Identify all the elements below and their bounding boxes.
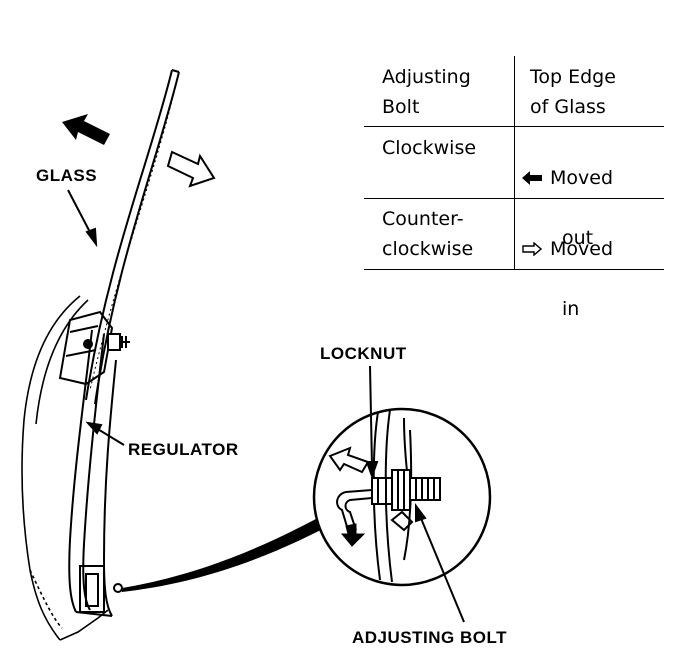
- glass-leader: [67, 189, 98, 248]
- counterclockwise-hollow-arrow-icon: [328, 446, 370, 474]
- table-row-1-edge-line2: out: [562, 227, 594, 249]
- lower-bracket: [79, 565, 123, 613]
- regulator-rail: [68, 329, 117, 617]
- locknut-label: LOCKNUT: [320, 344, 407, 363]
- table-row-1-bolt: Clockwise: [382, 137, 477, 159]
- table-column-divider: [514, 56, 515, 270]
- locknut-leader: [365, 365, 379, 479]
- clockwise-solid-arrow-icon: [340, 523, 366, 547]
- solid-arrow-icon: [62, 114, 110, 145]
- regulator-label: REGULATOR: [128, 440, 239, 459]
- table-row-2-edge-line2: in: [562, 298, 580, 320]
- table-row-2-edge-line1: Moved: [550, 238, 614, 260]
- solid-left-arrow-icon: [522, 171, 542, 185]
- detail-nut-assembly: [336, 469, 441, 531]
- hollow-right-arrow-icon: [522, 242, 542, 256]
- adjustment-table: Adjusting Bolt Top Edge of Glass Clockwi…: [364, 56, 664, 320]
- table-row-2-bolt: Counter- clockwise: [382, 208, 474, 260]
- adjusting-bolt-leader: [415, 503, 465, 623]
- zoom-connector: [122, 508, 340, 592]
- side-bolt: [107, 333, 130, 351]
- regulator-leader: [85, 421, 125, 446]
- glass-holder: [58, 310, 114, 386]
- table-row-2-edge: Moved in: [522, 204, 613, 354]
- table-header-bolt: Adjusting Bolt: [382, 66, 471, 118]
- adjusting-bolt-label: ADJUSTING BOLT: [352, 628, 507, 647]
- table-header-edge: Top Edge of Glass: [530, 66, 616, 118]
- hollow-arrow-icon: [166, 150, 216, 188]
- glass-pane: [85, 69, 180, 405]
- glass-label: GLASS: [36, 166, 98, 185]
- table-row-1-edge-line1: Moved: [550, 167, 614, 189]
- table-row-1-edge: Moved out: [522, 133, 613, 283]
